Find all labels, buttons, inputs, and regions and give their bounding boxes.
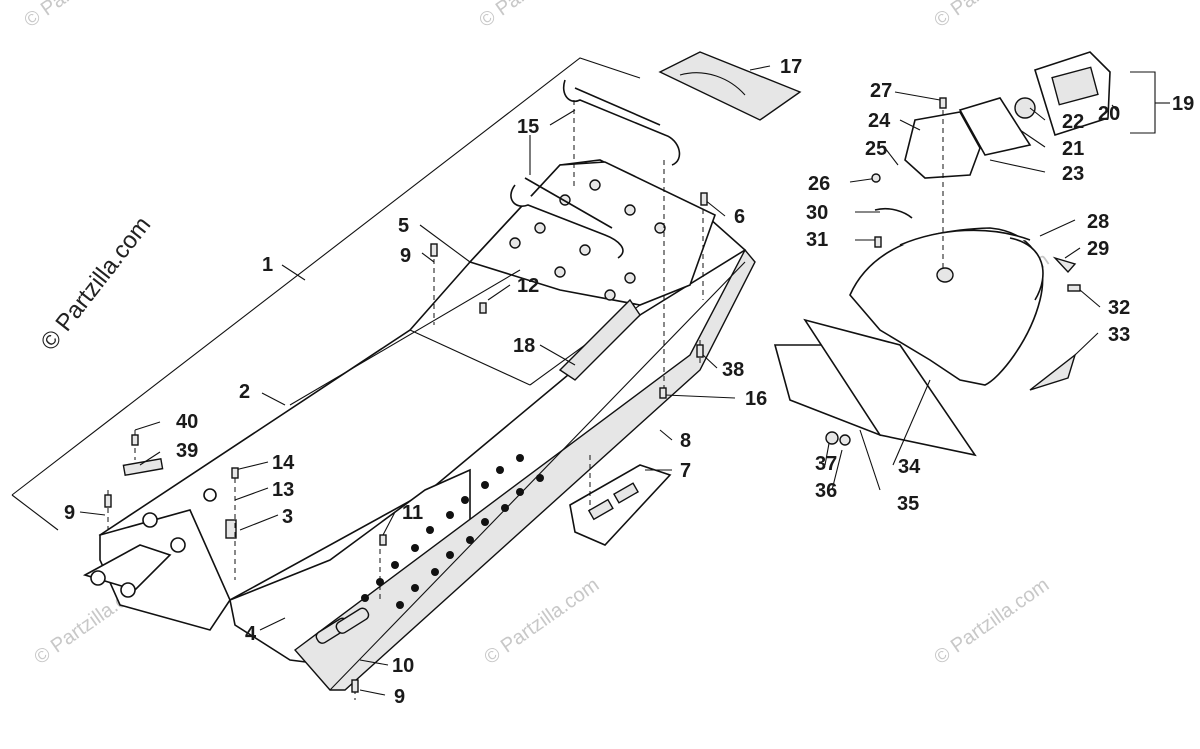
callout-31: 31 xyxy=(806,229,828,251)
callout-30: 30 xyxy=(806,202,828,224)
callout-34: 34 xyxy=(898,456,921,478)
callout-6: 6 xyxy=(734,206,745,228)
snowflap xyxy=(773,318,977,457)
rear-bumper-assembly xyxy=(849,227,1044,386)
callout-13: 13 xyxy=(272,479,294,501)
callout-23: 23 xyxy=(1062,163,1084,185)
assembly-outline xyxy=(11,57,641,531)
watermark-bottom-center: © Partzilla.com xyxy=(480,574,603,669)
watermark-side-text: © Partzilla.com xyxy=(35,212,156,356)
bracket-30 xyxy=(874,207,913,219)
callout-9-bottom: 9 xyxy=(394,686,405,708)
callout-25: 25 xyxy=(865,138,887,160)
callout-37: 37 xyxy=(815,453,837,475)
taillight-assembly xyxy=(904,51,1111,179)
callout-22: 22 xyxy=(1062,111,1084,133)
deck-grommets xyxy=(509,179,666,301)
callout-39: 39 xyxy=(176,440,198,462)
callout-33: 33 xyxy=(1108,324,1130,346)
callout-36: 36 xyxy=(815,480,837,502)
callout-8: 8 xyxy=(680,430,691,452)
callout-40: 40 xyxy=(176,411,198,433)
callout-18: 18 xyxy=(513,335,535,357)
callout-14: 14 xyxy=(272,452,295,474)
watermark-top-right: © Partzilla.com xyxy=(930,0,1053,32)
callout-12: 12 xyxy=(517,275,539,297)
callout-16: 16 xyxy=(745,388,767,410)
reflector-33 xyxy=(1029,353,1077,391)
callout-21: 21 xyxy=(1062,138,1084,160)
front-bumper-hardware xyxy=(82,457,237,598)
decal-plate xyxy=(658,51,802,121)
foot-holes xyxy=(361,454,544,609)
reflector-29 xyxy=(1052,256,1077,274)
callout-32: 32 xyxy=(1108,297,1130,319)
callout-3: 3 xyxy=(282,506,293,528)
callout-24: 24 xyxy=(868,110,891,132)
callout-9-upper: 9 xyxy=(400,245,411,267)
callout-19: 19 xyxy=(1172,93,1194,115)
callout-2: 2 xyxy=(239,381,250,403)
callout-27: 27 xyxy=(870,80,892,102)
grab-handles xyxy=(510,79,681,259)
callout-26: 26 xyxy=(808,173,830,195)
callout-11: 11 xyxy=(402,502,423,524)
callout-15: 15 xyxy=(517,116,539,138)
callout-10: 10 xyxy=(392,655,414,677)
callout-5: 5 xyxy=(398,215,409,237)
tunnel-assembly xyxy=(98,159,756,691)
footrest-bracket xyxy=(569,464,672,546)
callout-labels: 1 2 3 4 5 6 7 8 9 9 9 10 11 12 13 14 15 … xyxy=(64,56,1194,708)
fasteners xyxy=(104,97,1081,693)
dashed-guides xyxy=(107,100,944,700)
callout-28: 28 xyxy=(1087,211,1109,233)
callout-17: 17 xyxy=(780,56,802,78)
callout-9-left: 9 xyxy=(64,502,75,524)
watermark-top-center: © Partzilla.com xyxy=(475,0,598,32)
leader-lines xyxy=(79,65,1170,696)
callout-29: 29 xyxy=(1087,238,1109,260)
callout-1: 1 xyxy=(262,254,273,276)
watermark-bottom-right: © Partzilla.com xyxy=(930,574,1053,669)
callout-35: 35 xyxy=(897,493,919,515)
watermark-top-left: © Partzilla.com xyxy=(20,0,143,32)
callout-38: 38 xyxy=(722,359,744,381)
callout-20: 20 xyxy=(1098,103,1120,125)
callout-4: 4 xyxy=(245,623,257,645)
callout-7: 7 xyxy=(680,460,691,482)
